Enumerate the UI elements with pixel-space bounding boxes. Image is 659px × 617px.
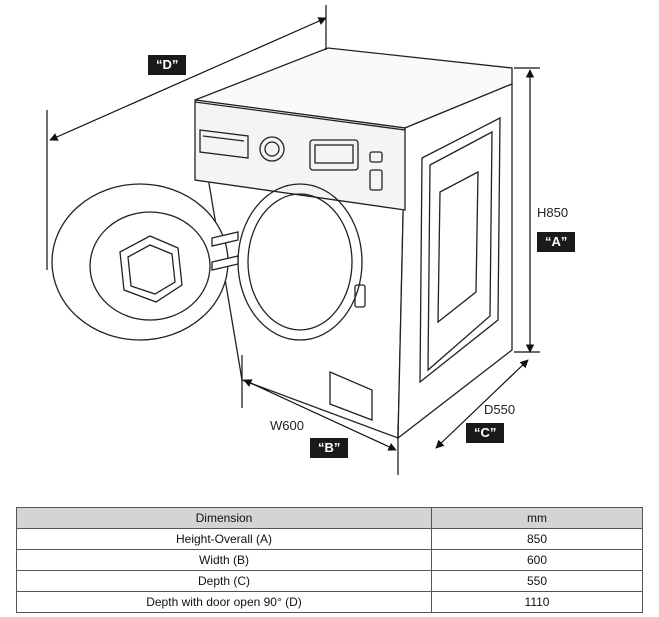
value-cell: 600	[431, 549, 643, 571]
dimension-cell: Depth (C)	[16, 570, 432, 592]
width-label: W600	[270, 418, 304, 433]
dimension-cell: Height-Overall (A)	[16, 528, 432, 550]
tag-d: “D”	[148, 55, 187, 75]
table-row: Depth (C) 550	[16, 570, 643, 592]
column-header-dimension: Dimension	[16, 507, 432, 529]
machine-body	[194, 47, 513, 440]
value-cell: 550	[431, 570, 643, 592]
dimension-cell: Width (B)	[16, 549, 432, 571]
table-row: Depth with door open 90° (D) 1110	[16, 591, 643, 613]
value-cell: 850	[431, 528, 643, 550]
washing-machine-diagram	[46, 5, 540, 475]
table-row: Height-Overall (A) 850	[16, 528, 643, 550]
dimension-line-c	[435, 359, 529, 449]
dimension-line-d	[49, 17, 327, 141]
tag-b: “B”	[310, 438, 349, 458]
value-cell: 1110	[431, 591, 643, 613]
depth-label: D550	[484, 402, 516, 417]
dimension-lines	[46, 5, 540, 475]
dimension-cell: Depth with door open 90° (D)	[16, 591, 432, 613]
tag-a: “A”	[537, 232, 576, 252]
table-header-row: Dimension mm	[16, 507, 643, 529]
tag-c: “C”	[466, 423, 505, 443]
table-row: Width (B) 600	[16, 549, 643, 571]
dimensions-table: Dimension mm Height-Overall (A) 850 Widt…	[16, 507, 643, 613]
dimension-line-b	[243, 379, 397, 451]
door	[51, 183, 239, 341]
column-header-mm: mm	[431, 507, 643, 529]
height-label: H850	[537, 205, 569, 220]
